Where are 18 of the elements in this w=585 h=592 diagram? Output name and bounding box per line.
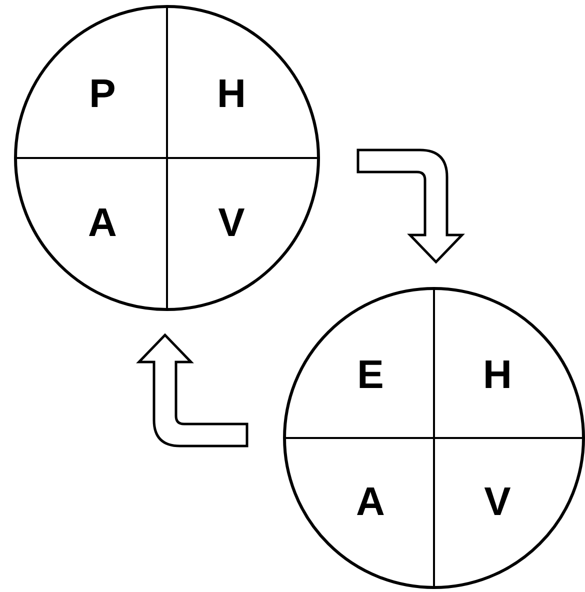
- quadrant: [167, 158, 317, 308]
- quadrant-letter: V: [218, 202, 245, 242]
- bent-block-arrow: [138, 334, 248, 448]
- quadrant: [434, 290, 582, 438]
- quadrant: [286, 438, 434, 586]
- quadrant: [17, 158, 167, 308]
- quadrant-letter: A: [88, 202, 117, 242]
- quadrant-letter: P: [89, 74, 116, 114]
- quadrant: [286, 290, 434, 438]
- quadrant: [17, 8, 167, 158]
- quadrant: [167, 8, 317, 158]
- quadrant: [434, 438, 582, 586]
- quadrant-letter: E: [357, 354, 384, 394]
- bent-block-arrow: [356, 148, 464, 264]
- quadrant-letter: A: [356, 482, 385, 522]
- quadrant-letter: H: [483, 354, 512, 394]
- quadrant-letter: V: [484, 482, 511, 522]
- quadrant-letter: H: [217, 74, 246, 114]
